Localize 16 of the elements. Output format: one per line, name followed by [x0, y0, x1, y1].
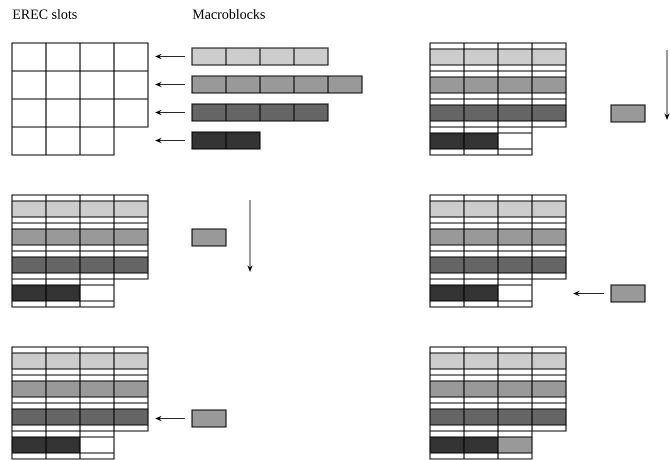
slot-grid [429, 194, 567, 308]
macroblock-bar [191, 103, 329, 122]
macroblock-bar [191, 75, 363, 94]
macroblock-bar [191, 47, 329, 66]
slot-grid [11, 194, 149, 308]
macroblock [191, 409, 227, 428]
slot-grid [429, 42, 567, 156]
macroblock-bar [191, 131, 261, 150]
heading: Macroblocks [192, 9, 265, 19]
macroblock [610, 284, 646, 303]
macroblock [191, 228, 227, 247]
slot-grid [11, 346, 149, 460]
macroblock [610, 104, 646, 123]
slot-grid [429, 346, 567, 460]
heading: EREC slots [12, 9, 77, 19]
slot-grid [11, 42, 149, 156]
